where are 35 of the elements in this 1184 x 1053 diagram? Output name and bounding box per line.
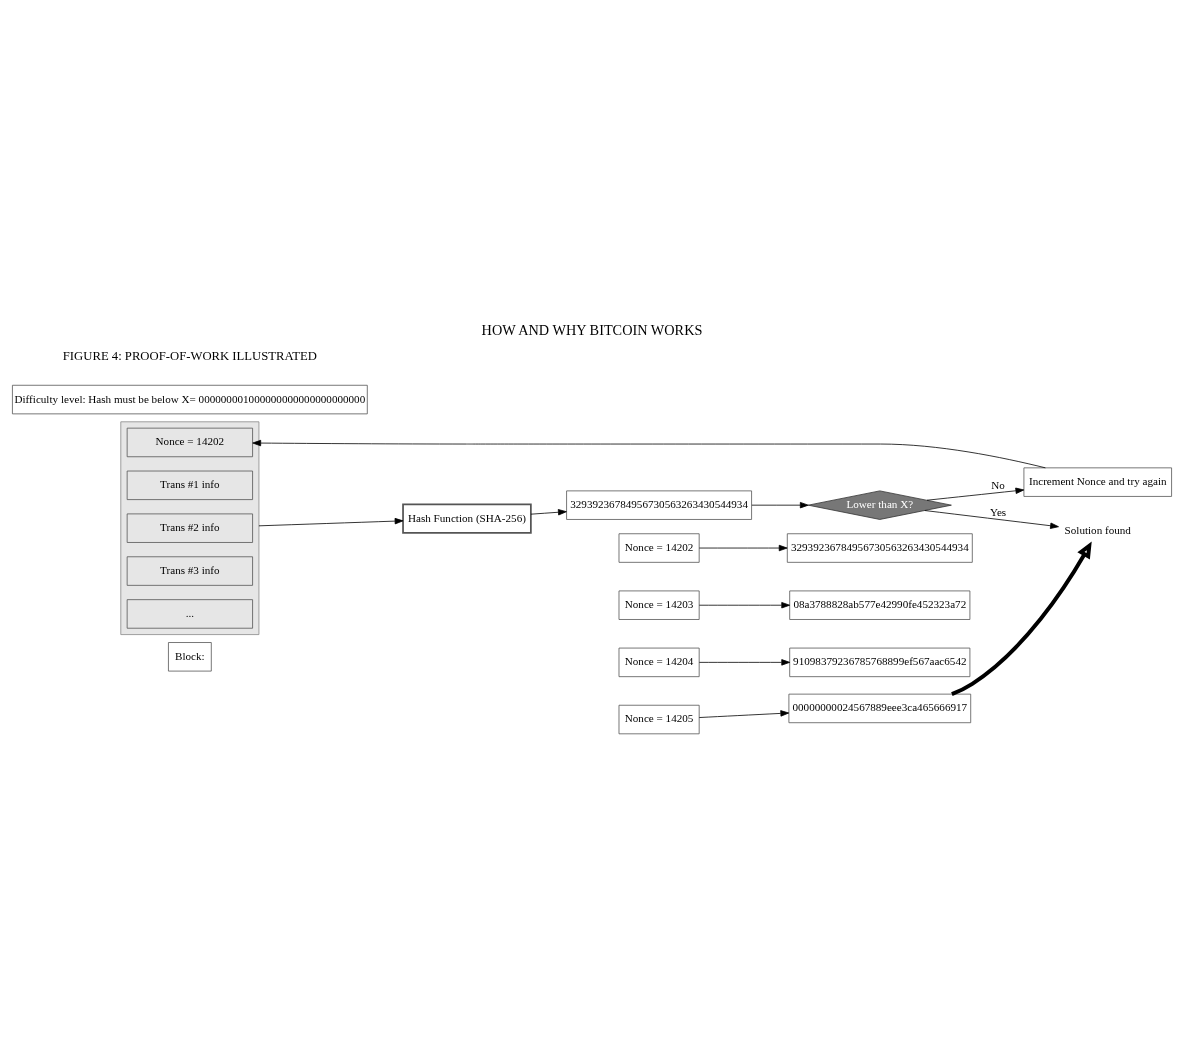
node-box: Nonce = 14205 bbox=[618, 704, 700, 734]
node-text: Solution found bbox=[1064, 523, 1131, 536]
node-box: 32939236784956730563263430544934 bbox=[786, 532, 973, 563]
arrow bbox=[926, 487, 1025, 501]
arrow bbox=[258, 517, 404, 526]
node-box: Nonce = 14203 bbox=[618, 590, 700, 620]
node-box: Nonce = 14204 bbox=[618, 647, 700, 677]
arrow bbox=[252, 439, 1046, 468]
edge-label: No bbox=[991, 478, 1005, 491]
node-box: Trans #2 info bbox=[126, 513, 253, 543]
node-box: 08a3788828ab577e42990fe452323a72 bbox=[789, 590, 971, 620]
node-box: Nonce = 14202 bbox=[126, 427, 253, 457]
node-box: 91098379236785768899ef567aac6542 bbox=[789, 647, 971, 677]
node-box: 32939236784956730563263430544934 bbox=[566, 490, 752, 520]
edge-label: Yes bbox=[990, 505, 1007, 518]
arrow bbox=[698, 709, 790, 718]
node-box: Hash Function (SHA-256) bbox=[402, 503, 532, 534]
arrow bbox=[530, 508, 567, 515]
arrow bbox=[751, 501, 809, 508]
node-box: Trans #3 info bbox=[126, 555, 253, 586]
caption: FIGURE 4: PROOF-OF-WORK ILLUSTRATED bbox=[62, 348, 317, 363]
node-box: Difficulty level: Hash must be below X= 000000001000000000000000000000 bbox=[12, 384, 368, 414]
node-diamond: Lower than X? bbox=[807, 490, 952, 520]
diagram-title: HOW AND WHY BITCOIN WORKS bbox=[481, 321, 703, 338]
node-box: Trans #1 info bbox=[126, 470, 253, 500]
node-box: 00000000024567889eee3ca465666917 bbox=[788, 693, 972, 723]
arrow bbox=[951, 541, 1092, 696]
node-box: ... bbox=[126, 598, 253, 629]
node-box: Block: bbox=[168, 641, 212, 671]
arrow bbox=[698, 601, 791, 608]
arrow bbox=[698, 544, 788, 551]
arrow bbox=[698, 658, 791, 666]
arrow bbox=[924, 509, 1059, 529]
node-box: Nonce = 14202 bbox=[618, 532, 700, 563]
node-box: Increment Nonce and try again bbox=[1023, 466, 1172, 497]
